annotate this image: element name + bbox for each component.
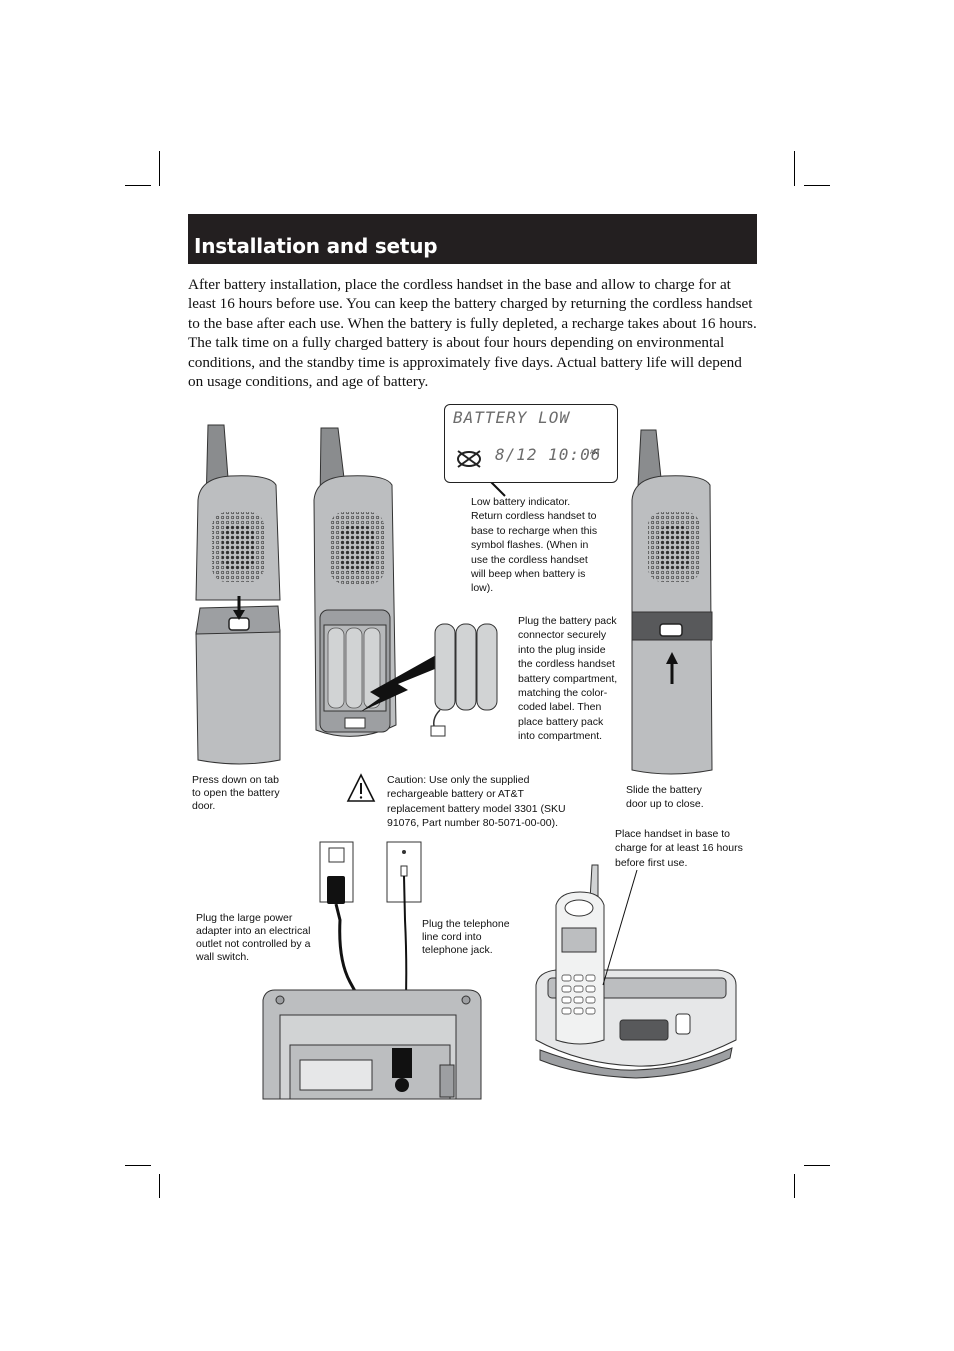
- lcd-ampm: AM: [590, 450, 599, 456]
- place-handset-note: Place handset in base to charge for at l…: [615, 827, 747, 870]
- warning-icon: [348, 775, 374, 801]
- low-battery-note: Low battery indicator. Return cordless h…: [471, 495, 603, 596]
- battery-pack-illustration: [431, 624, 497, 736]
- lcd-battery-low-text: BATTERY LOW: [453, 408, 570, 427]
- handset-closed-illustration: [632, 430, 712, 774]
- plug-battery-note: Plug the battery pack connector securely…: [518, 614, 620, 744]
- base-back-illustration: [263, 990, 481, 1099]
- lcd-date-time: 8/12 10:06: [495, 445, 601, 464]
- slide-door-note: Slide the battery door up to close.: [626, 783, 718, 812]
- press-down-note: Press down on tab to open the battery do…: [192, 774, 288, 813]
- power-adapter-note: Plug the large power adapter into an ele…: [196, 912, 320, 964]
- base-with-handset-illustration: [536, 865, 736, 1078]
- handset-open-illustration: [196, 425, 280, 764]
- lcd-display: BATTERY LOW 8/12 10:06 AM: [444, 404, 618, 483]
- low-battery-icon: [455, 449, 483, 469]
- caution-note: Caution: Use only the supplied rechargea…: [387, 773, 581, 831]
- phone-jack-note: Plug the telephone line cord into teleph…: [422, 918, 518, 957]
